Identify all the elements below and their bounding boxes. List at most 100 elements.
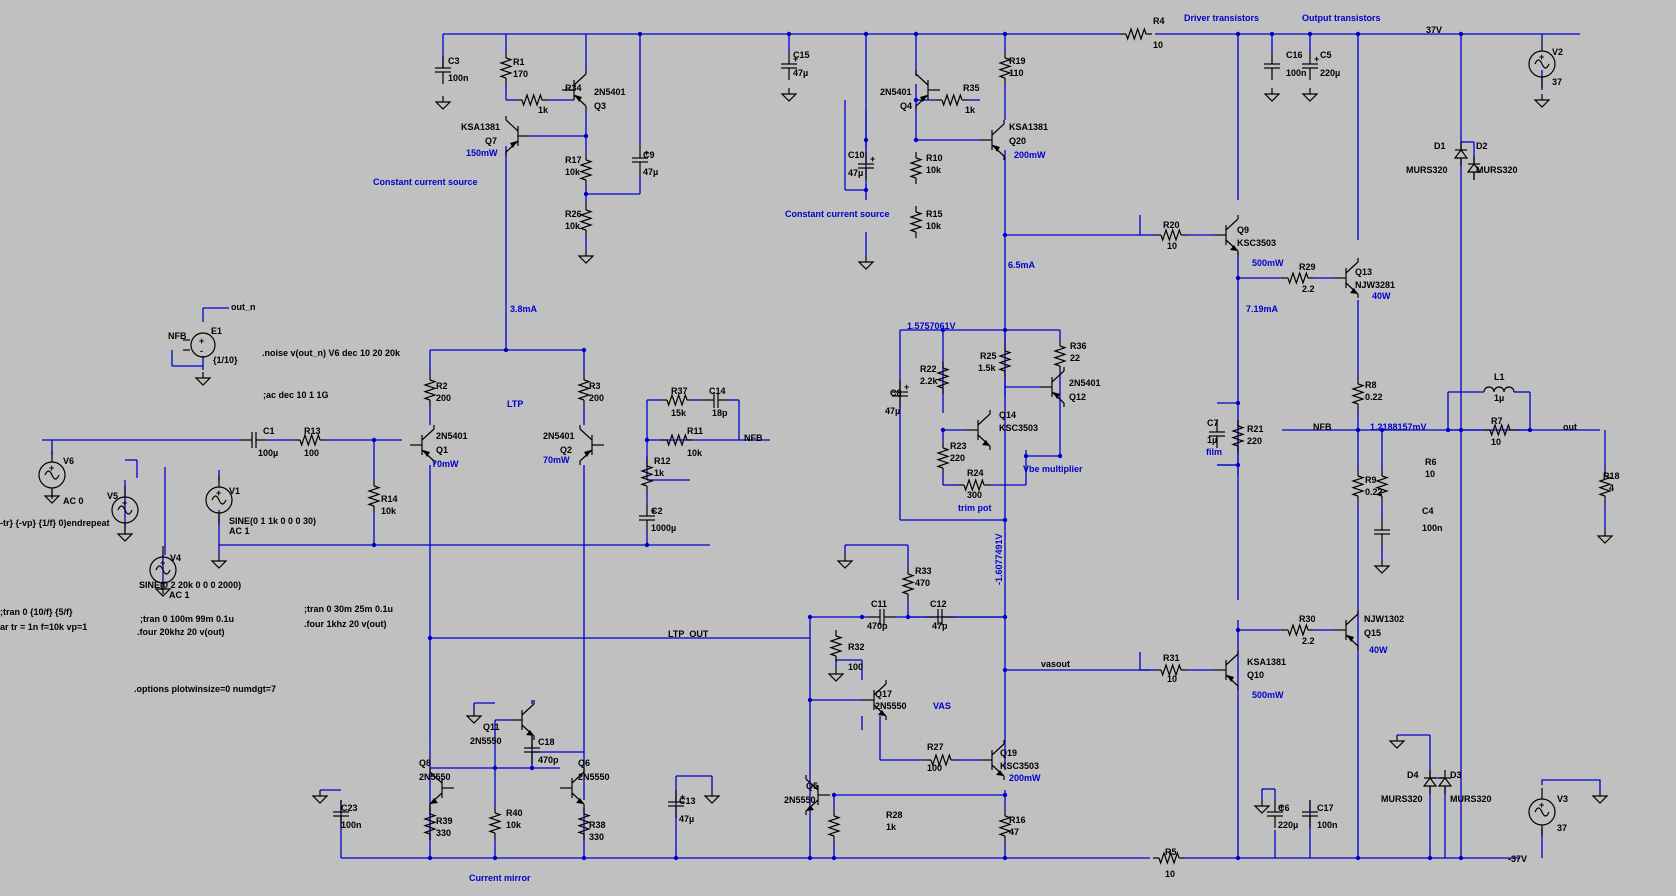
transistor-q5 xyxy=(805,775,830,815)
wire-171 xyxy=(1541,779,1601,790)
r10-value: 10k xyxy=(926,165,942,175)
transistor-q9 xyxy=(1214,215,1239,255)
c12-name: C12 xyxy=(930,599,947,609)
q20-name: Q20 xyxy=(1009,136,1026,146)
svg-text:+: + xyxy=(904,382,909,392)
junction-dot xyxy=(786,31,792,37)
resistor-r34 xyxy=(516,93,548,107)
junction-dot xyxy=(863,187,869,193)
resistor-r12 xyxy=(640,460,654,492)
junction-dot xyxy=(863,31,869,37)
junction-dot xyxy=(831,792,837,798)
directive-param: ar tr = 1n f=10k vp=1 xyxy=(0,622,87,632)
r3-value: 200 xyxy=(589,393,604,403)
c15-value: 47µ xyxy=(793,68,808,78)
r16-name: R16 xyxy=(1009,815,1026,825)
r9-value: 0.22 xyxy=(1365,487,1383,497)
transistor-q3 xyxy=(562,70,587,110)
junction-dot xyxy=(1235,462,1241,468)
v2-name: V2 xyxy=(1552,47,1563,57)
svg-text:+: + xyxy=(793,54,798,64)
d4-name: D4 xyxy=(1407,770,1419,780)
resistor-r35 xyxy=(936,93,968,107)
net-label-37v: 37V xyxy=(1426,25,1442,35)
label-trim-pot: trim pot xyxy=(958,503,992,513)
v4-spec: SINE(0 2 20k 0 0 0 2000) xyxy=(139,580,241,590)
directive-pulse: -tr} {-vp} {1/f} 0)endrepeat xyxy=(0,518,110,528)
q19-name: Q19 xyxy=(1000,748,1017,758)
label-constant-current-source-1: Constant current source xyxy=(373,177,478,187)
ground-symbol xyxy=(780,88,798,102)
voltage-source-v6: + xyxy=(38,451,66,499)
capacitor-c12 xyxy=(926,609,954,625)
r15-value: 10k xyxy=(926,221,942,231)
junction-dot xyxy=(807,614,813,620)
capacitor-c5: + xyxy=(1302,52,1319,80)
capacitor-c16 xyxy=(1264,52,1280,80)
q4-name: Q4 xyxy=(900,101,912,111)
resistor-r26 xyxy=(579,204,593,236)
junction-dot xyxy=(1235,627,1241,633)
svg-text:+: + xyxy=(870,154,875,164)
r28-name: R28 xyxy=(886,810,903,820)
r23-value: 220 xyxy=(950,453,965,463)
q8-model: 2N5550 xyxy=(419,772,451,782)
junction-dot xyxy=(371,437,377,443)
resistor-r22 xyxy=(936,362,950,394)
junction-dot xyxy=(583,191,589,197)
capacitor-c4 xyxy=(1374,518,1390,546)
capacitor-c10: + xyxy=(858,152,875,180)
voltage-source-v3: + xyxy=(1528,788,1556,836)
r2-name: R2 xyxy=(436,381,448,391)
ground-symbol xyxy=(194,372,212,386)
c11-value: 470p xyxy=(867,621,888,631)
junction-dot xyxy=(503,347,509,353)
q15-power: 40W xyxy=(1369,645,1388,655)
c10-value: 47µ xyxy=(848,168,863,178)
junction-dot xyxy=(581,855,587,861)
junction-dot xyxy=(1355,31,1361,37)
resistor-r23 xyxy=(936,442,950,474)
transistor-q12 xyxy=(1040,367,1065,407)
spice-directives: .noise v(out_n) V6 dec 10 20 20k ;ac dec… xyxy=(0,348,401,694)
e1-gain: {1/10} xyxy=(213,355,238,365)
junction-dot xyxy=(1307,31,1313,37)
v6-ac: AC 0 xyxy=(63,496,84,506)
c5-value: 220µ xyxy=(1320,68,1340,78)
r18-name: R18 xyxy=(1603,471,1620,481)
c17-value: 100n xyxy=(1317,820,1338,830)
junction-dot xyxy=(644,437,650,443)
ground-symbol xyxy=(1253,800,1271,814)
r1-name: R1 xyxy=(513,57,525,67)
q9-power: 500mW xyxy=(1252,258,1284,268)
junction-dot xyxy=(492,765,498,771)
transistor-q10 xyxy=(1214,650,1239,690)
r26-value: 10k xyxy=(565,221,581,231)
capacitor-c1 xyxy=(240,432,268,448)
resistor-r39 xyxy=(423,808,437,840)
svg-text:+: + xyxy=(1539,800,1544,810)
junction-dot xyxy=(1235,31,1241,37)
transistor-q20 xyxy=(980,120,1005,160)
ground-symbol xyxy=(827,668,845,682)
r8-name: R8 xyxy=(1365,380,1377,390)
r29-value: 2.2 xyxy=(1302,284,1315,294)
c8-name: C8 xyxy=(890,388,902,398)
label-output-transistors: Output transistors xyxy=(1302,13,1381,23)
junction-dot xyxy=(913,97,919,103)
c18-value: 470p xyxy=(538,755,559,765)
v5-name: V5 xyxy=(107,491,118,501)
junction-dot xyxy=(1002,792,1008,798)
c11-name: C11 xyxy=(871,599,887,609)
r39-value: 330 xyxy=(436,828,451,838)
r14-name: R14 xyxy=(381,494,398,504)
capacitor-c7 xyxy=(1209,420,1225,448)
junction-dot xyxy=(940,427,946,433)
v3-value: 37 xyxy=(1557,823,1567,833)
ground-symbol xyxy=(1388,735,1406,749)
junction-dot xyxy=(427,635,433,641)
v2-value: 37 xyxy=(1552,77,1562,87)
q14-model: KSC3503 xyxy=(999,423,1038,433)
net-label-ltp-out: LTP_OUT xyxy=(668,629,709,639)
